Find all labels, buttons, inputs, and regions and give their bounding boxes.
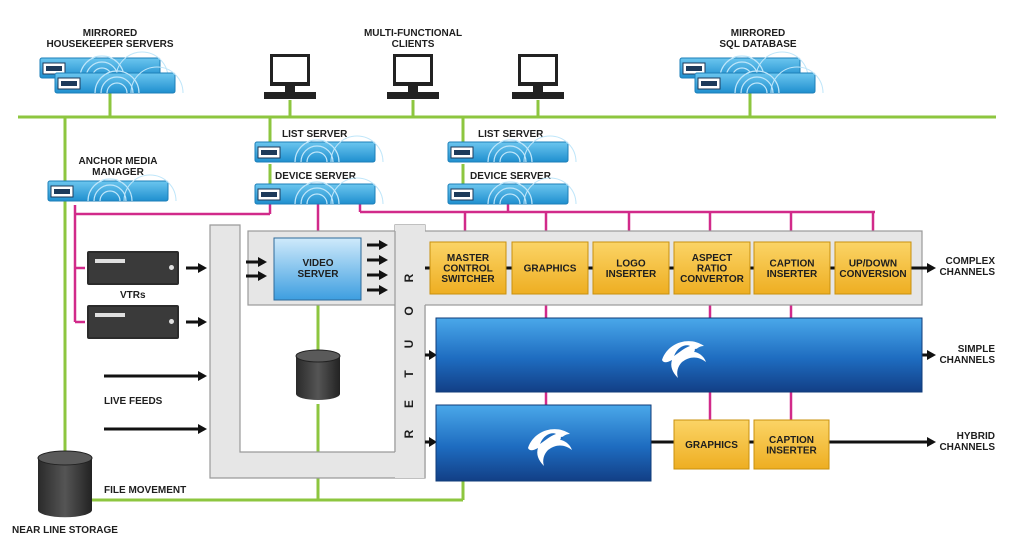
hybrid-channel-block	[435, 404, 652, 482]
sql-label-line2: SQL DATABASE	[719, 39, 797, 50]
list-server-right: LIST SERVER	[447, 129, 577, 163]
svg-text:U: U	[402, 340, 416, 349]
processing-box-label: ASPECT	[692, 253, 733, 264]
processing-box-label: INSERTER	[767, 269, 818, 280]
processing-box-label: SWITCHER	[441, 274, 495, 285]
processing-box-label: MASTER	[447, 253, 490, 264]
processing-box-label: CAPTION	[769, 435, 814, 446]
device-server-label: DEVICE SERVER	[275, 171, 357, 182]
list-server-label: LIST SERVER	[478, 129, 544, 140]
vtr-deck-icon	[87, 305, 179, 339]
server-unit-icon	[254, 135, 384, 163]
housekeeper-label-line1: MIRRORED	[83, 28, 137, 39]
device-server-right: DEVICE SERVER	[447, 171, 577, 205]
hybrid-channels-label: HYBRID CHANNELS	[939, 431, 995, 453]
live-feeds-label: LIVE FEEDS	[104, 396, 163, 407]
monitor-icon	[264, 54, 316, 99]
device-server-label: DEVICE SERVER	[470, 171, 552, 182]
clients-label-line1: MULTI-FUNCTIONAL	[364, 28, 462, 39]
svg-text:T: T	[402, 370, 416, 378]
svg-text:HYBRID: HYBRID	[957, 431, 995, 442]
processing-box-label: CONTROL	[443, 264, 492, 275]
database-icon	[295, 349, 341, 401]
near-line-label: NEAR LINE STORAGE	[12, 525, 118, 536]
complex-channels-label: COMPLEX CHANNELS	[939, 256, 995, 278]
server-unit-icon	[447, 135, 577, 163]
simple-channels-label: SIMPLE CHANNELS	[939, 344, 995, 366]
anchor-label-line1: ANCHOR MEDIA	[79, 156, 158, 167]
processing-box-label: GRAPHICS	[685, 440, 738, 451]
housekeeper-label-line2: HOUSEKEEPER SERVERS	[46, 39, 173, 50]
monitor-icon	[387, 54, 439, 99]
multi-functional-clients: MULTI-FUNCTIONAL CLIENTS	[264, 28, 564, 99]
server-unit-icon	[447, 177, 577, 205]
svg-text:CHANNELS: CHANNELS	[939, 355, 995, 366]
svg-text:CHANNELS: CHANNELS	[939, 442, 995, 453]
anchor-media-manager: ANCHOR MEDIA MANAGER	[47, 156, 177, 202]
svg-text:SIMPLE: SIMPLE	[958, 344, 996, 355]
svg-text:O: O	[402, 306, 416, 315]
arrows	[104, 240, 936, 447]
processing-box: GRAPHICS	[673, 419, 750, 470]
clients-label-line2: CLIENTS	[392, 39, 435, 50]
vtr-deck-icon	[87, 251, 179, 285]
processing-box-label: CAPTION	[770, 258, 815, 269]
video-server: VIDEO SERVER	[273, 237, 362, 301]
video-server-line2: SERVER	[298, 269, 340, 280]
video-server-line1: VIDEO	[302, 258, 333, 269]
svg-text:CHANNELS: CHANNELS	[939, 267, 995, 278]
svg-text:E: E	[402, 400, 416, 408]
file-movement-label: FILE MOVEMENT	[104, 485, 186, 496]
svg-text:COMPLEX: COMPLEX	[946, 256, 996, 267]
processing-box-label: LOGO	[616, 258, 646, 269]
svg-text:R: R	[402, 429, 416, 438]
router-column	[395, 225, 425, 478]
server-unit-icon	[47, 174, 177, 202]
processing-box-label: UP/DOWN	[849, 258, 897, 269]
list-server-label: LIST SERVER	[282, 129, 348, 140]
anchor-label-line2: MANAGER	[92, 167, 144, 178]
simple-channel-block	[435, 317, 923, 393]
processing-box: GRAPHICS	[511, 241, 589, 295]
device-server-left: DEVICE SERVER	[254, 171, 384, 205]
housekeeper-servers: MIRRORED HOUSEKEEPER SERVERS	[39, 28, 184, 94]
monitor-icon	[512, 54, 564, 99]
processing-box-label: CONVERTOR	[680, 274, 744, 285]
database-icon	[38, 458, 92, 518]
processing-box-label: INSERTER	[606, 269, 657, 280]
vtrs-label: VTRs	[120, 290, 146, 301]
sql-label-line1: MIRRORED	[731, 28, 785, 39]
processing-box-label: CONVERSION	[839, 269, 906, 280]
near-line-storage: NEAR LINE STORAGE	[12, 450, 118, 536]
list-server-left: LIST SERVER	[254, 129, 384, 163]
router-label: R O U T E R	[402, 273, 416, 438]
svg-text:R: R	[402, 273, 416, 282]
processing-box-label: RATIO	[697, 264, 728, 275]
processing-box-label: GRAPHICS	[524, 264, 577, 275]
sql-database-servers: MIRRORED SQL DATABASE	[679, 28, 824, 94]
processing-box-label: INSERTER	[766, 445, 817, 456]
